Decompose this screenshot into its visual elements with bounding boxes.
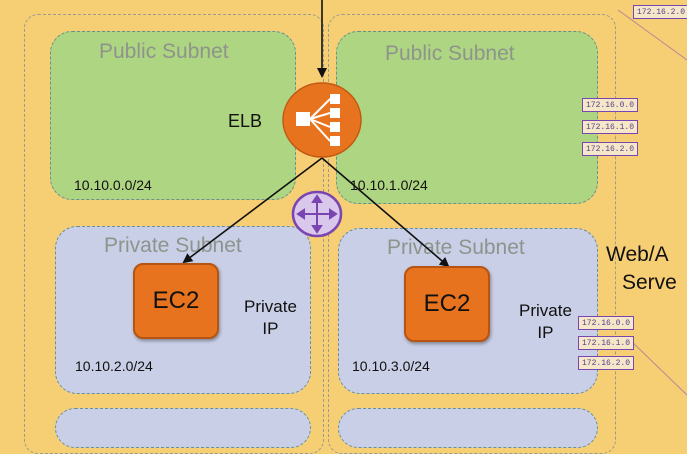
- web-app-label-line1: Web/A: [606, 243, 669, 266]
- elb-to-ec2-right-arrow: [321, 157, 450, 268]
- subnet-cidr: 10.10.0.0/24: [74, 177, 152, 193]
- private-ip-label-left: Private IP: [244, 296, 297, 340]
- private-ip-line1: Private: [244, 297, 297, 316]
- public-subnet-right: Public Subnet 10.10.1.0/24: [336, 31, 598, 204]
- private-ip-line2: IP: [262, 319, 279, 338]
- route-table-entry: 172.16.2.0: [578, 356, 634, 370]
- private-ip-line1: Private: [519, 301, 572, 320]
- subnet-cidr: 10.10.1.0/24: [350, 177, 428, 193]
- load-balancer-icon: [282, 82, 362, 158]
- elb-to-ec2-left-arrow: [182, 157, 323, 264]
- route-table-entry: 172.16.0.0: [582, 98, 638, 112]
- subnet-title: Public Subnet: [385, 42, 515, 65]
- subnet-cidr: 10.10.3.0/24: [352, 358, 430, 374]
- connector-lines: [182, 0, 687, 396]
- web-app-server-label: Web/A Serve: [606, 241, 677, 297]
- side-connector: [617, 9, 687, 61]
- private-ip-line2: IP: [537, 323, 554, 342]
- public-subnet-left: Public Subnet 10.10.0.0/24: [50, 31, 296, 200]
- subnet-cidr: 10.10.2.0/24: [75, 358, 153, 374]
- ec2-label: EC2: [423, 290, 471, 317]
- router-icon: [291, 190, 343, 238]
- ec2-instance-left: EC2: [133, 263, 219, 339]
- route-table-entry: 172.16.1.0: [578, 336, 634, 350]
- subnet-title: Public Subnet: [99, 40, 229, 63]
- elb-label: ELB: [228, 111, 263, 131]
- subnet-title: Private Subnet: [104, 234, 242, 257]
- subnet-title: Private Subnet: [387, 236, 525, 259]
- web-app-label-line2: Serve: [622, 271, 677, 294]
- private-ip-label-right: Private IP: [519, 300, 572, 344]
- side-connector-2: [629, 339, 687, 396]
- route-table-entry: 172.16.1.0: [582, 120, 638, 134]
- route-table-entry: 172.16.2.0: [633, 5, 687, 19]
- ec2-label: EC2: [152, 287, 200, 314]
- route-table-entry: 172.16.0.0: [578, 316, 634, 330]
- route-table-entry: 172.16.2.0: [582, 142, 638, 156]
- ec2-instance-right: EC2: [404, 266, 490, 342]
